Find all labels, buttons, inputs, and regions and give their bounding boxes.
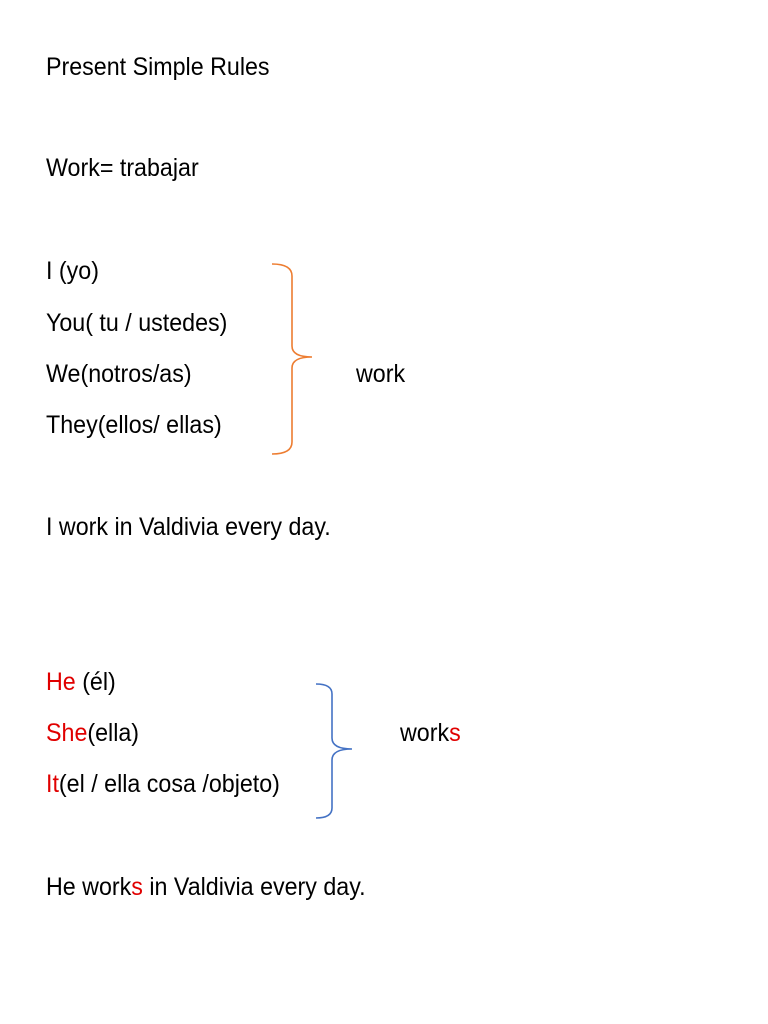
pronoun-line: He (él)	[46, 667, 116, 697]
pronoun-translation: (ella)	[87, 719, 140, 747]
pronoun-he: He	[46, 668, 76, 696]
example-suffix: s	[131, 873, 143, 901]
pronoun-line: You( tu / ustedes)	[46, 309, 228, 337]
example-sentence: He works in Valdivia every day.	[46, 872, 366, 902]
pronoun-she: She	[46, 719, 88, 747]
example-part: in Valdivia every day.	[142, 873, 366, 901]
orange-brace	[271, 263, 313, 455]
pronoun-translation: (el / ella cosa /objeto)	[58, 770, 280, 798]
pronoun-line: It(el / ella cosa /objeto)	[46, 769, 280, 799]
pronoun-line: I (yo)	[46, 257, 99, 285]
verb-work: work	[356, 360, 406, 388]
blue-brace	[315, 683, 353, 819]
definition-line: Work= trabajar	[46, 154, 199, 182]
pronoun-it: It	[46, 770, 59, 798]
example-sentence: I work in Valdivia every day.	[46, 513, 331, 541]
pronoun-line: We(notros/as)	[46, 360, 192, 388]
pronoun-line: She(ella)	[46, 718, 139, 748]
verb-works: works	[400, 718, 461, 748]
pronoun-translation: (él)	[75, 668, 116, 696]
verb-suffix: s	[449, 719, 461, 747]
verb-stem: work	[400, 719, 450, 747]
pronoun-line: They(ellos/ ellas)	[46, 411, 222, 439]
page-title: Present Simple Rules	[46, 53, 270, 81]
example-part: He work	[46, 873, 132, 901]
